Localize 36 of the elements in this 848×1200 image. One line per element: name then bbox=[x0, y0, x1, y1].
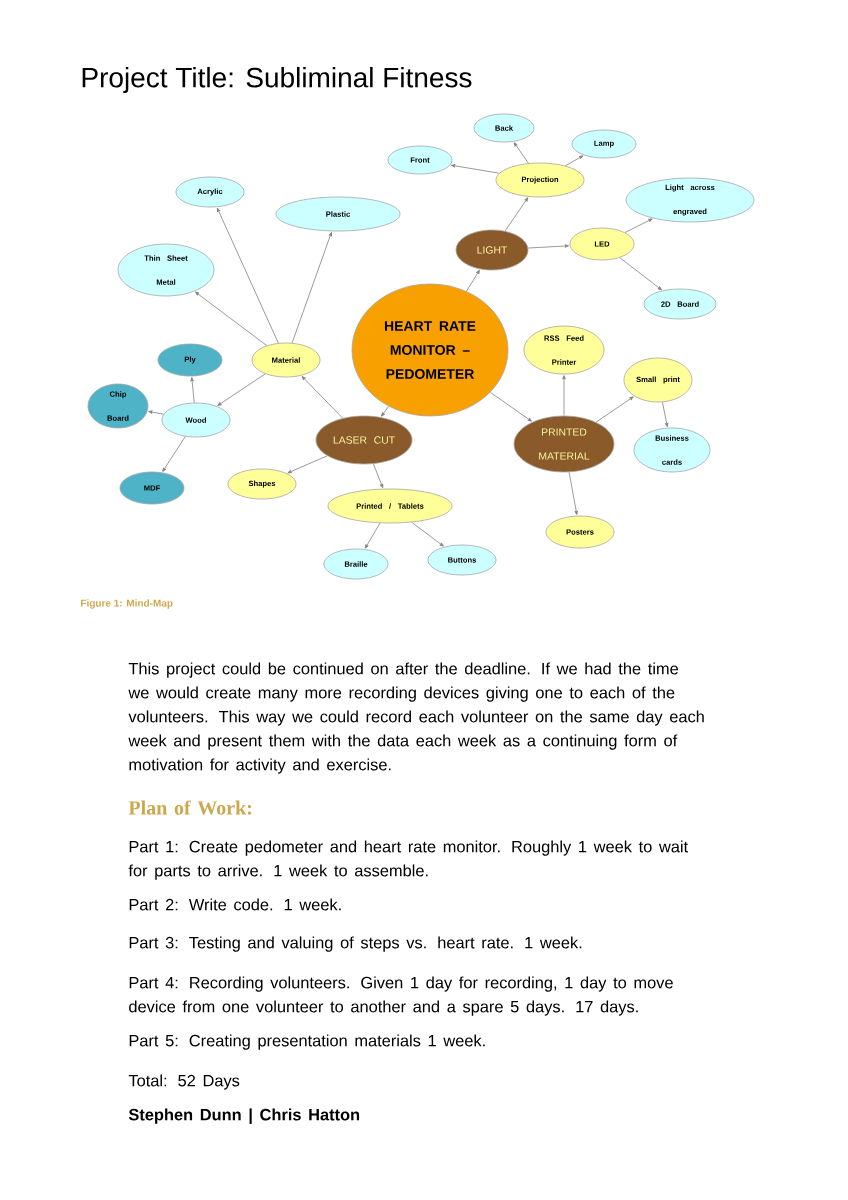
title: Project Title: Subliminal Fitness bbox=[82, 66, 472, 94]
arrow bbox=[148, 410, 164, 415]
arrow bbox=[301, 376, 344, 419]
arrow bbox=[411, 521, 444, 547]
arrow bbox=[504, 197, 529, 232]
arrow bbox=[162, 436, 186, 472]
arrow bbox=[287, 455, 328, 474]
paragraph: Part 2: Write code. 1 week. bbox=[129, 898, 341, 911]
arrow bbox=[190, 377, 195, 404]
arrow bbox=[624, 218, 653, 233]
arrow bbox=[195, 291, 268, 346]
paragraph: Part 3: Testing and valuing of steps vs. heart rate. 1 week. bbox=[129, 936, 582, 952]
section-heading: Plan of Work: bbox=[128, 800, 252, 815]
arrow bbox=[381, 406, 390, 417]
arrow bbox=[291, 232, 332, 344]
arrow bbox=[568, 471, 578, 515]
arrow bbox=[364, 522, 381, 549]
arrow bbox=[466, 269, 480, 292]
paragraph: This project could be continued on after the deadline. If we had the time we would create many more recording devices giving one to each of the volunteers. This way we could record each volunteer on the same day each week and present them with the data each week as a continuing form of motivation for activity and exercise. bbox=[128, 662, 704, 774]
author-line: Stephen Dunn | Chris Hatton bbox=[128, 1108, 360, 1124]
arrow bbox=[513, 142, 529, 164]
arrow bbox=[619, 257, 662, 291]
arrow bbox=[217, 373, 266, 406]
arrow bbox=[216, 207, 279, 344]
paragraph: Total: 52 Days bbox=[128, 1074, 240, 1090]
arrow bbox=[562, 375, 566, 416]
arrow bbox=[527, 244, 570, 249]
arrow bbox=[595, 396, 634, 423]
arrow bbox=[565, 155, 584, 167]
arrow bbox=[451, 164, 500, 174]
arrow bbox=[489, 391, 532, 422]
paragraph: Part 5: Creating presentation materials 1 week. bbox=[129, 1034, 485, 1050]
arrow bbox=[373, 463, 384, 489]
arrow bbox=[662, 401, 669, 428]
paragraph: Part 4: Recording volunteers. Given 1 day for recording, 1 day to move device from one volunteer to another and a spare 5 days. 17 days. bbox=[129, 976, 673, 1016]
paragraph: Part 1: Create pedometer and heart rate monitor. Roughly 1 week to wait for parts to arrive. 1 week to assemble. bbox=[128, 840, 688, 880]
